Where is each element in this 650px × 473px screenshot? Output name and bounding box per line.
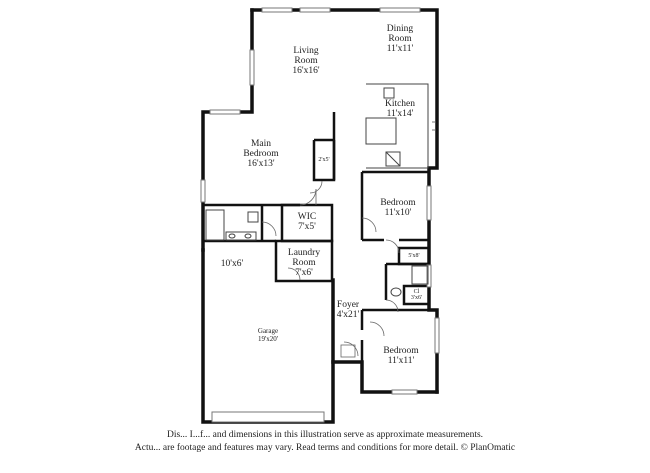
room-bedroom-2: Bedroom 11'x10' (380, 198, 416, 218)
bath-fixtures (205, 209, 429, 297)
room-wic: WIC 7'x5' (297, 212, 317, 232)
room-bedroom-3: Bedroom 11'x11' (383, 346, 419, 366)
room-closet-small: Cl 3'x6' (410, 289, 423, 301)
room-dining: Dining Room 11'x11' (386, 24, 414, 54)
room-closet-main: 2'x5' (318, 157, 330, 163)
kitchen-fixtures (365, 83, 429, 169)
disclaimer-line-2: Actu... are footage and features may var… (134, 443, 516, 453)
room-garage: Garage 19'x20' (257, 327, 279, 343)
room-living: Living Room 16'x16' (292, 46, 320, 76)
windows (200, 7, 440, 395)
room-foyer: Foyer 4'x21' (336, 300, 360, 320)
room-closet-5x8: 5'x8' (408, 253, 420, 259)
room-main-bath: 10'x6' (220, 259, 244, 269)
room-laundry: Laundry Room 7'x6' (287, 248, 321, 278)
door-swings (261, 180, 400, 358)
disclaimer-line-1: Dis... I...f... and dimensions in this i… (166, 430, 484, 440)
room-main-bedroom: Main Bedroom 16'x13' (243, 139, 279, 169)
chimney-marks (432, 121, 436, 131)
garage-door (211, 411, 325, 423)
interior-walls (203, 112, 437, 362)
room-kitchen: Kitchen 11'x14' (384, 99, 416, 119)
